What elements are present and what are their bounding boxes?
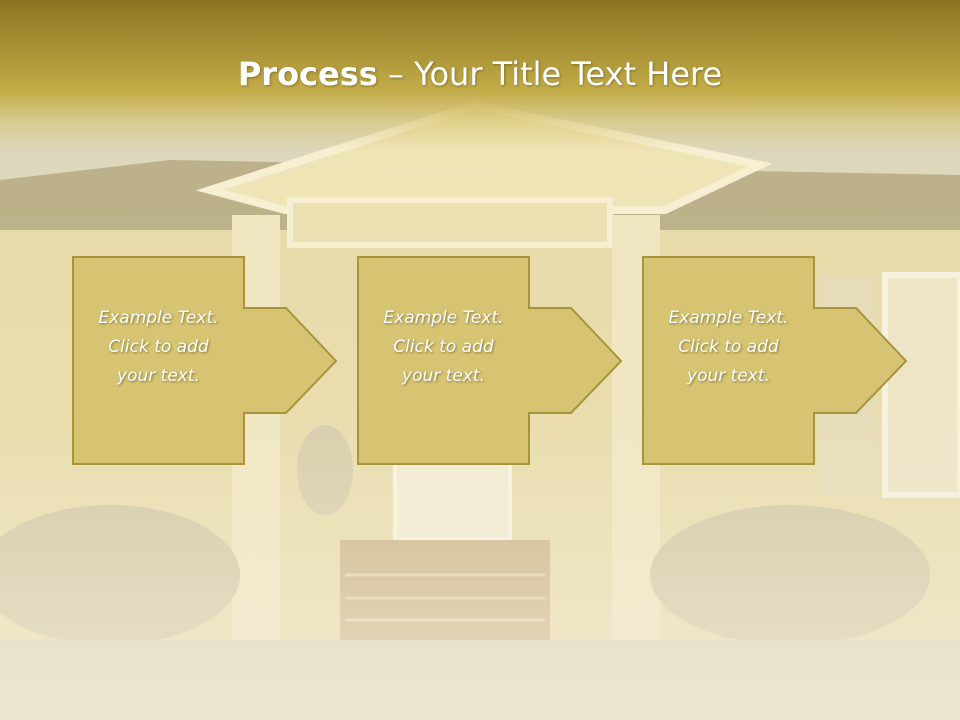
arrow-box-shape (357, 256, 623, 465)
arrow-box-shape (72, 256, 338, 465)
step-3-text: Example Text. Click to add your text. (668, 308, 789, 386)
step-2-text: Example Text. Click to add your text. (383, 308, 504, 386)
title-bold-text: Process (237, 55, 378, 93)
title-rest-text: – Your Title Text Here (377, 55, 723, 93)
process-step-2[interactable]: Example Text. Click to add your text. (357, 256, 625, 466)
arrow-box-shape (642, 256, 908, 465)
title-band (0, 0, 960, 150)
process-step-3[interactable]: Example Text. Click to add your text. (642, 256, 910, 466)
process-step-1[interactable]: Example Text. Click to add your text. (72, 256, 340, 466)
step-1-text: Example Text. Click to add your text. (98, 308, 219, 386)
slide-title[interactable]: Process – Your Title Text Here (0, 52, 960, 96)
